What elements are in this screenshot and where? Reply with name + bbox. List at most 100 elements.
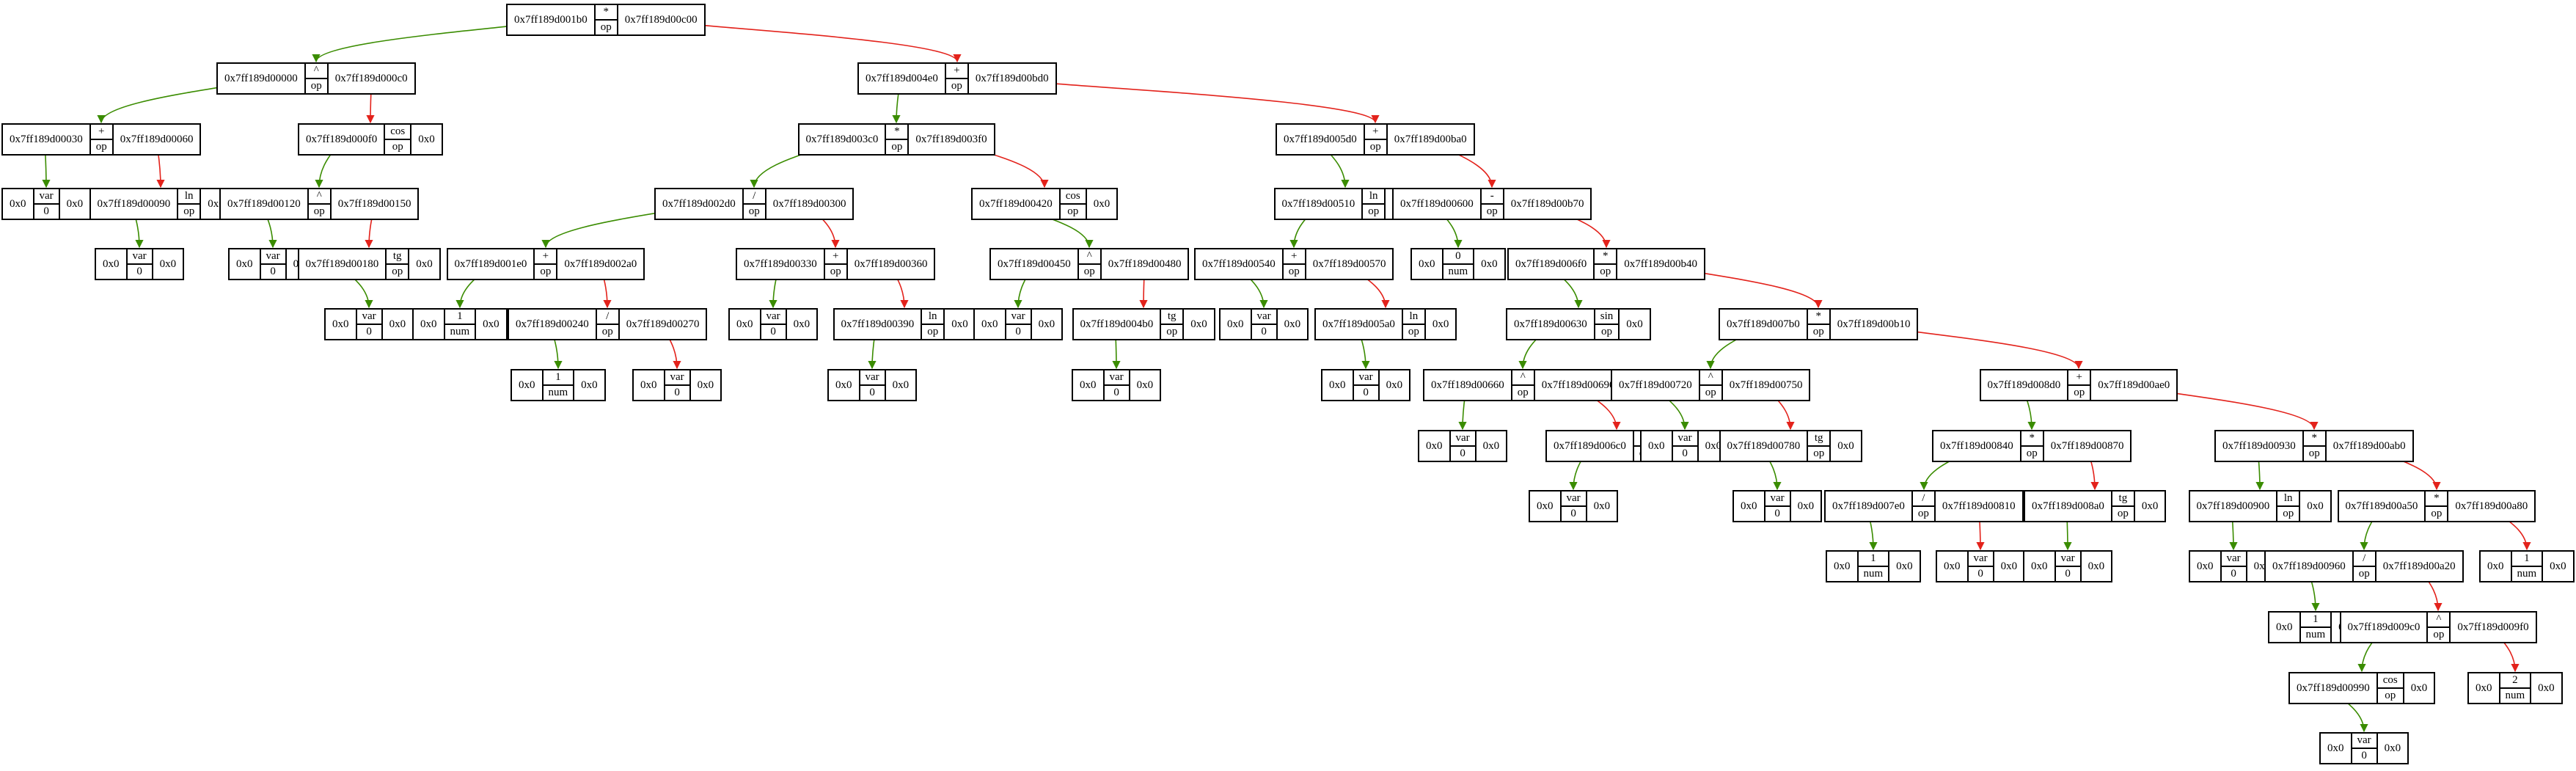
node-left-pointer: 0x0 — [2476, 682, 2492, 694]
node-left-pointer: 0x0 — [519, 379, 535, 391]
node-left-pointer: 0x7ff189d001b0 — [514, 13, 588, 26]
node-kind: op — [308, 203, 330, 219]
node-kind: op — [1161, 324, 1183, 339]
node-right-pointer: 0x7ff189d00480 — [1108, 257, 1182, 270]
node-value-cell: ^op — [2426, 613, 2451, 642]
node-right-pointer: 0x0 — [66, 197, 84, 210]
node-value: 2 — [2512, 674, 2518, 686]
node-value: var — [2226, 552, 2241, 564]
node-value-cell: +op — [533, 249, 558, 279]
node-value: var — [362, 310, 376, 322]
node-right-pointer: 0x0 — [2307, 500, 2324, 512]
node-kind: op — [1808, 445, 1830, 461]
node-value: var — [1973, 552, 1988, 564]
node-kind: op — [824, 263, 846, 279]
node-value: tg — [1167, 310, 1177, 322]
node-right-pointer: 0x0 — [418, 133, 435, 145]
node-kind: op — [2303, 445, 2325, 461]
node-value-cell: -op — [1479, 189, 1504, 219]
node-kind: op — [922, 324, 944, 339]
node-left-pointer: 0x0 — [1080, 379, 1097, 391]
node-value: * — [1815, 310, 1821, 322]
node-value: / — [2363, 552, 2366, 564]
node-value: ^ — [1520, 371, 1526, 383]
node-left-pointer: 0x0 — [640, 379, 657, 391]
node-kind: op — [1807, 324, 1829, 339]
node-left-pointer: 0x0 — [1834, 560, 1851, 572]
node-value: var — [39, 190, 54, 202]
node-left-pointer: 0x0 — [103, 257, 120, 270]
node-value: 1 — [457, 310, 463, 322]
node-value: ln — [2283, 492, 2293, 504]
node-value-cell: ^op — [1077, 249, 1102, 279]
node-kind: op — [1402, 324, 1424, 339]
node-value: var — [1256, 310, 1271, 322]
node-right-pointer: 0x7ff189d00570 — [1312, 257, 1386, 270]
node-kind: op — [1364, 139, 1386, 154]
node-kind: op — [1060, 203, 1086, 219]
node-left-pointer: 0x7ff189d00960 — [2272, 560, 2346, 572]
node-value: 1 — [1870, 552, 1876, 564]
node-kind: num — [2500, 687, 2531, 703]
node-left-pointer: 0x7ff189d009c0 — [2347, 621, 2421, 633]
node-left-pointer: 0x0 — [1227, 318, 1244, 330]
node-right-pointer: 0x0 — [1190, 318, 1207, 330]
node-left-pointer: 0x0 — [2327, 742, 2344, 754]
node-left-pointer: 0x7ff189d006f0 — [1515, 257, 1587, 270]
node-value: var — [1770, 492, 1785, 504]
node-left-pointer: 0x7ff189d00390 — [841, 318, 915, 330]
node-value: var — [865, 371, 879, 383]
node-value: ln — [1409, 310, 1419, 322]
node-right-pointer: 0x7ff189d00270 — [626, 318, 700, 330]
node-value-cell: *op — [2424, 492, 2449, 521]
node-kind: 0 — [1353, 384, 1378, 400]
node-value: tg — [2118, 492, 2128, 504]
node-left-pointer: 0x7ff189d00030 — [10, 133, 83, 145]
node-value-cell: +op — [1363, 125, 1388, 154]
node-kind: 0 — [1672, 445, 1697, 461]
node-right-pointer: 0x0 — [1432, 318, 1449, 330]
node-left-pointer: 0x7ff189d00540 — [1202, 257, 1276, 270]
node-value: ^ — [316, 190, 322, 202]
node-value: * — [603, 6, 609, 18]
node-kind: 0 — [665, 384, 689, 400]
node-kind: op — [2021, 445, 2043, 461]
node-value: * — [894, 125, 900, 137]
node-kind: 0 — [761, 324, 786, 339]
node-value: ln — [1369, 190, 1378, 202]
node-right-pointer: 0x7ff189d00b10 — [1837, 318, 1911, 330]
node-kind: op — [2428, 626, 2450, 642]
node-value: ^ — [1708, 371, 1713, 383]
node-left-pointer: 0x7ff189d008d0 — [1987, 379, 2061, 391]
node-right-pointer: 0x7ff189d00690 — [1541, 379, 1615, 391]
node-right-pointer: 0x0 — [2000, 560, 2018, 572]
